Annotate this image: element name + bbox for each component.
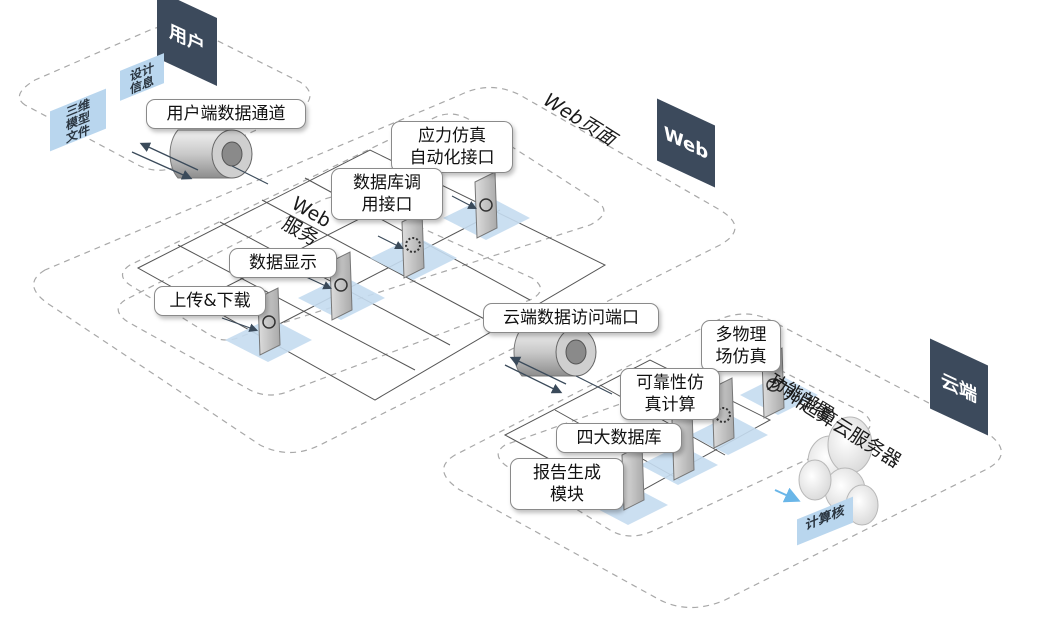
web-zone-border: [33, 86, 736, 454]
compute-arrow: [774, 487, 801, 503]
user-zone-border: [18, 24, 311, 171]
user-channel-arrows: [131, 142, 199, 180]
cloud-channel-label: 云端数据访问端口: [483, 303, 659, 333]
stress-sim-label: 应力仿真 自动化接口: [391, 121, 513, 173]
cloud-compute-icon: [798, 416, 879, 526]
cloud-zone-border: [443, 313, 1002, 609]
web-page-area-border: [121, 113, 605, 341]
data-display-label: 数据显示: [229, 248, 337, 278]
reliability-label: 可靠性仿 真计算: [620, 368, 720, 420]
cloud-channel-arrows: [504, 356, 567, 394]
connection-lines: [221, 165, 613, 395]
multiphysics-label: 多物理 场仿真: [701, 320, 781, 372]
user-channel-label: 用户端数据通道: [146, 99, 306, 129]
upload-download-label: 上传&下载: [154, 286, 266, 316]
user-channel-cylinder: [169, 129, 253, 179]
cloud-channel-cylinder: [513, 327, 597, 377]
report-module-label: 报告生成 模块: [510, 458, 624, 510]
four-db-label: 四大数据库: [556, 423, 682, 453]
db-call-label: 数据库调 用接口: [331, 168, 443, 220]
